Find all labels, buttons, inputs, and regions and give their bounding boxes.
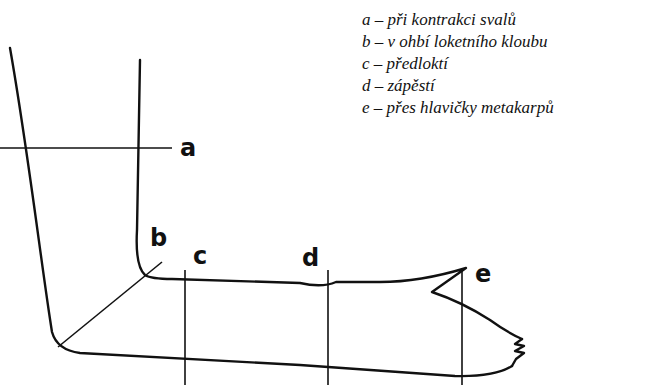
measure-line-e: [461, 270, 463, 385]
measure-line-a: [0, 147, 172, 149]
legend-line: d – zápěstí: [362, 76, 435, 96]
legend-line: e – přes hlavičky metakarpů: [362, 98, 554, 118]
measure-line-c: [184, 270, 186, 385]
arm-outline-outer: [10, 48, 512, 376]
legend-line: a – při kontrakci svalů: [362, 10, 516, 30]
measure-letter: b: [150, 226, 167, 250]
measure-letter: e: [475, 262, 491, 286]
measure-line-b: [58, 262, 162, 347]
fingers: [512, 339, 524, 366]
measure-letter: d: [302, 246, 319, 270]
legend-line: c – předloktí: [362, 54, 448, 74]
measure-letter: a: [180, 136, 196, 160]
measure-letter: c: [193, 244, 207, 268]
measure-line-d: [327, 270, 329, 385]
legend-line: b – v ohbí loketního kloubu: [362, 32, 548, 52]
